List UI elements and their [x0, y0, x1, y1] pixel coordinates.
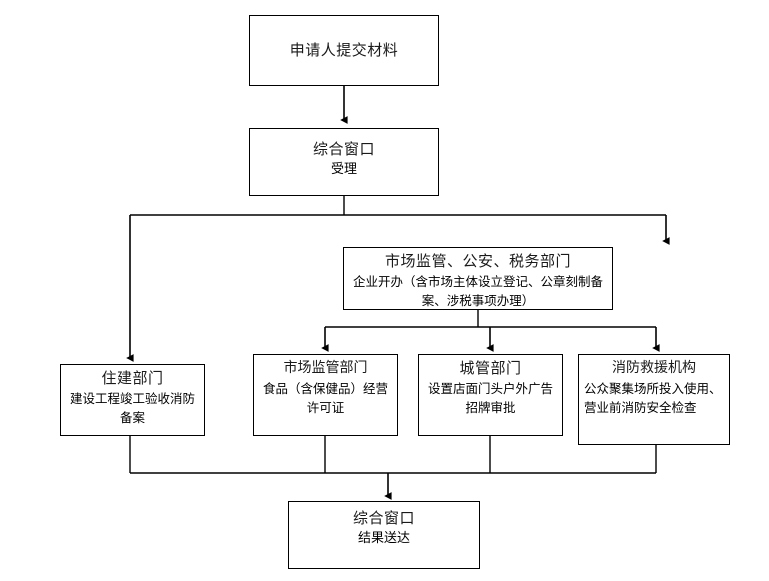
node-window-accept-title: 综合窗口 [312, 140, 375, 158]
node-urban-admin[interactable]: 城管部门 设置店面门头户外广告招牌审批 [418, 354, 563, 436]
node-multi-dept-title: 市场监管、公安、税务部门 [384, 252, 571, 270]
node-window-deliver-title: 综合窗口 [352, 509, 415, 527]
node-apply[interactable]: 申请人提交材料 [249, 15, 439, 86]
node-urban-admin-body: 设置店面门头户外广告招牌审批 [427, 381, 553, 415]
node-window-accept-body: 受理 [330, 162, 357, 177]
node-window-deliver[interactable]: 综合窗口 结果送达 [288, 501, 480, 569]
node-urban-admin-title: 城管部门 [459, 359, 522, 377]
node-multi-dept-body: 企业开办（含市场主体设立登记、公章刻制备案、涉税事项办理） [352, 274, 603, 308]
node-fire-rescue[interactable]: 消防救援机构 公众聚集场所投入使用、营业前消防安全检查 [578, 354, 730, 445]
node-housing[interactable]: 住建部门 建设工程竣工验收消防备案 [60, 364, 205, 436]
node-multi-dept[interactable]: 市场监管、公安、税务部门 企业开办（含市场主体设立登记、公章刻制备案、涉税事项办… [343, 247, 613, 310]
node-housing-title: 住建部门 [101, 369, 164, 387]
node-window-accept[interactable]: 综合窗口 受理 [249, 128, 439, 196]
node-window-deliver-body: 结果送达 [357, 531, 410, 546]
node-housing-body: 建设工程竣工验收消防备案 [69, 391, 195, 425]
node-market-supervision-body: 食品（含保健品）经营许可证 [262, 381, 388, 415]
node-market-supervision-title: 市场监管部门 [283, 360, 368, 376]
node-fire-rescue-title: 消防救援机构 [612, 360, 696, 376]
node-apply-title: 申请人提交材料 [289, 41, 399, 59]
node-market-supervision[interactable]: 市场监管部门 食品（含保健品）经营许可证 [253, 354, 398, 436]
node-fire-rescue-body: 公众聚集场所投入使用、营业前消防安全检查 [584, 381, 722, 415]
